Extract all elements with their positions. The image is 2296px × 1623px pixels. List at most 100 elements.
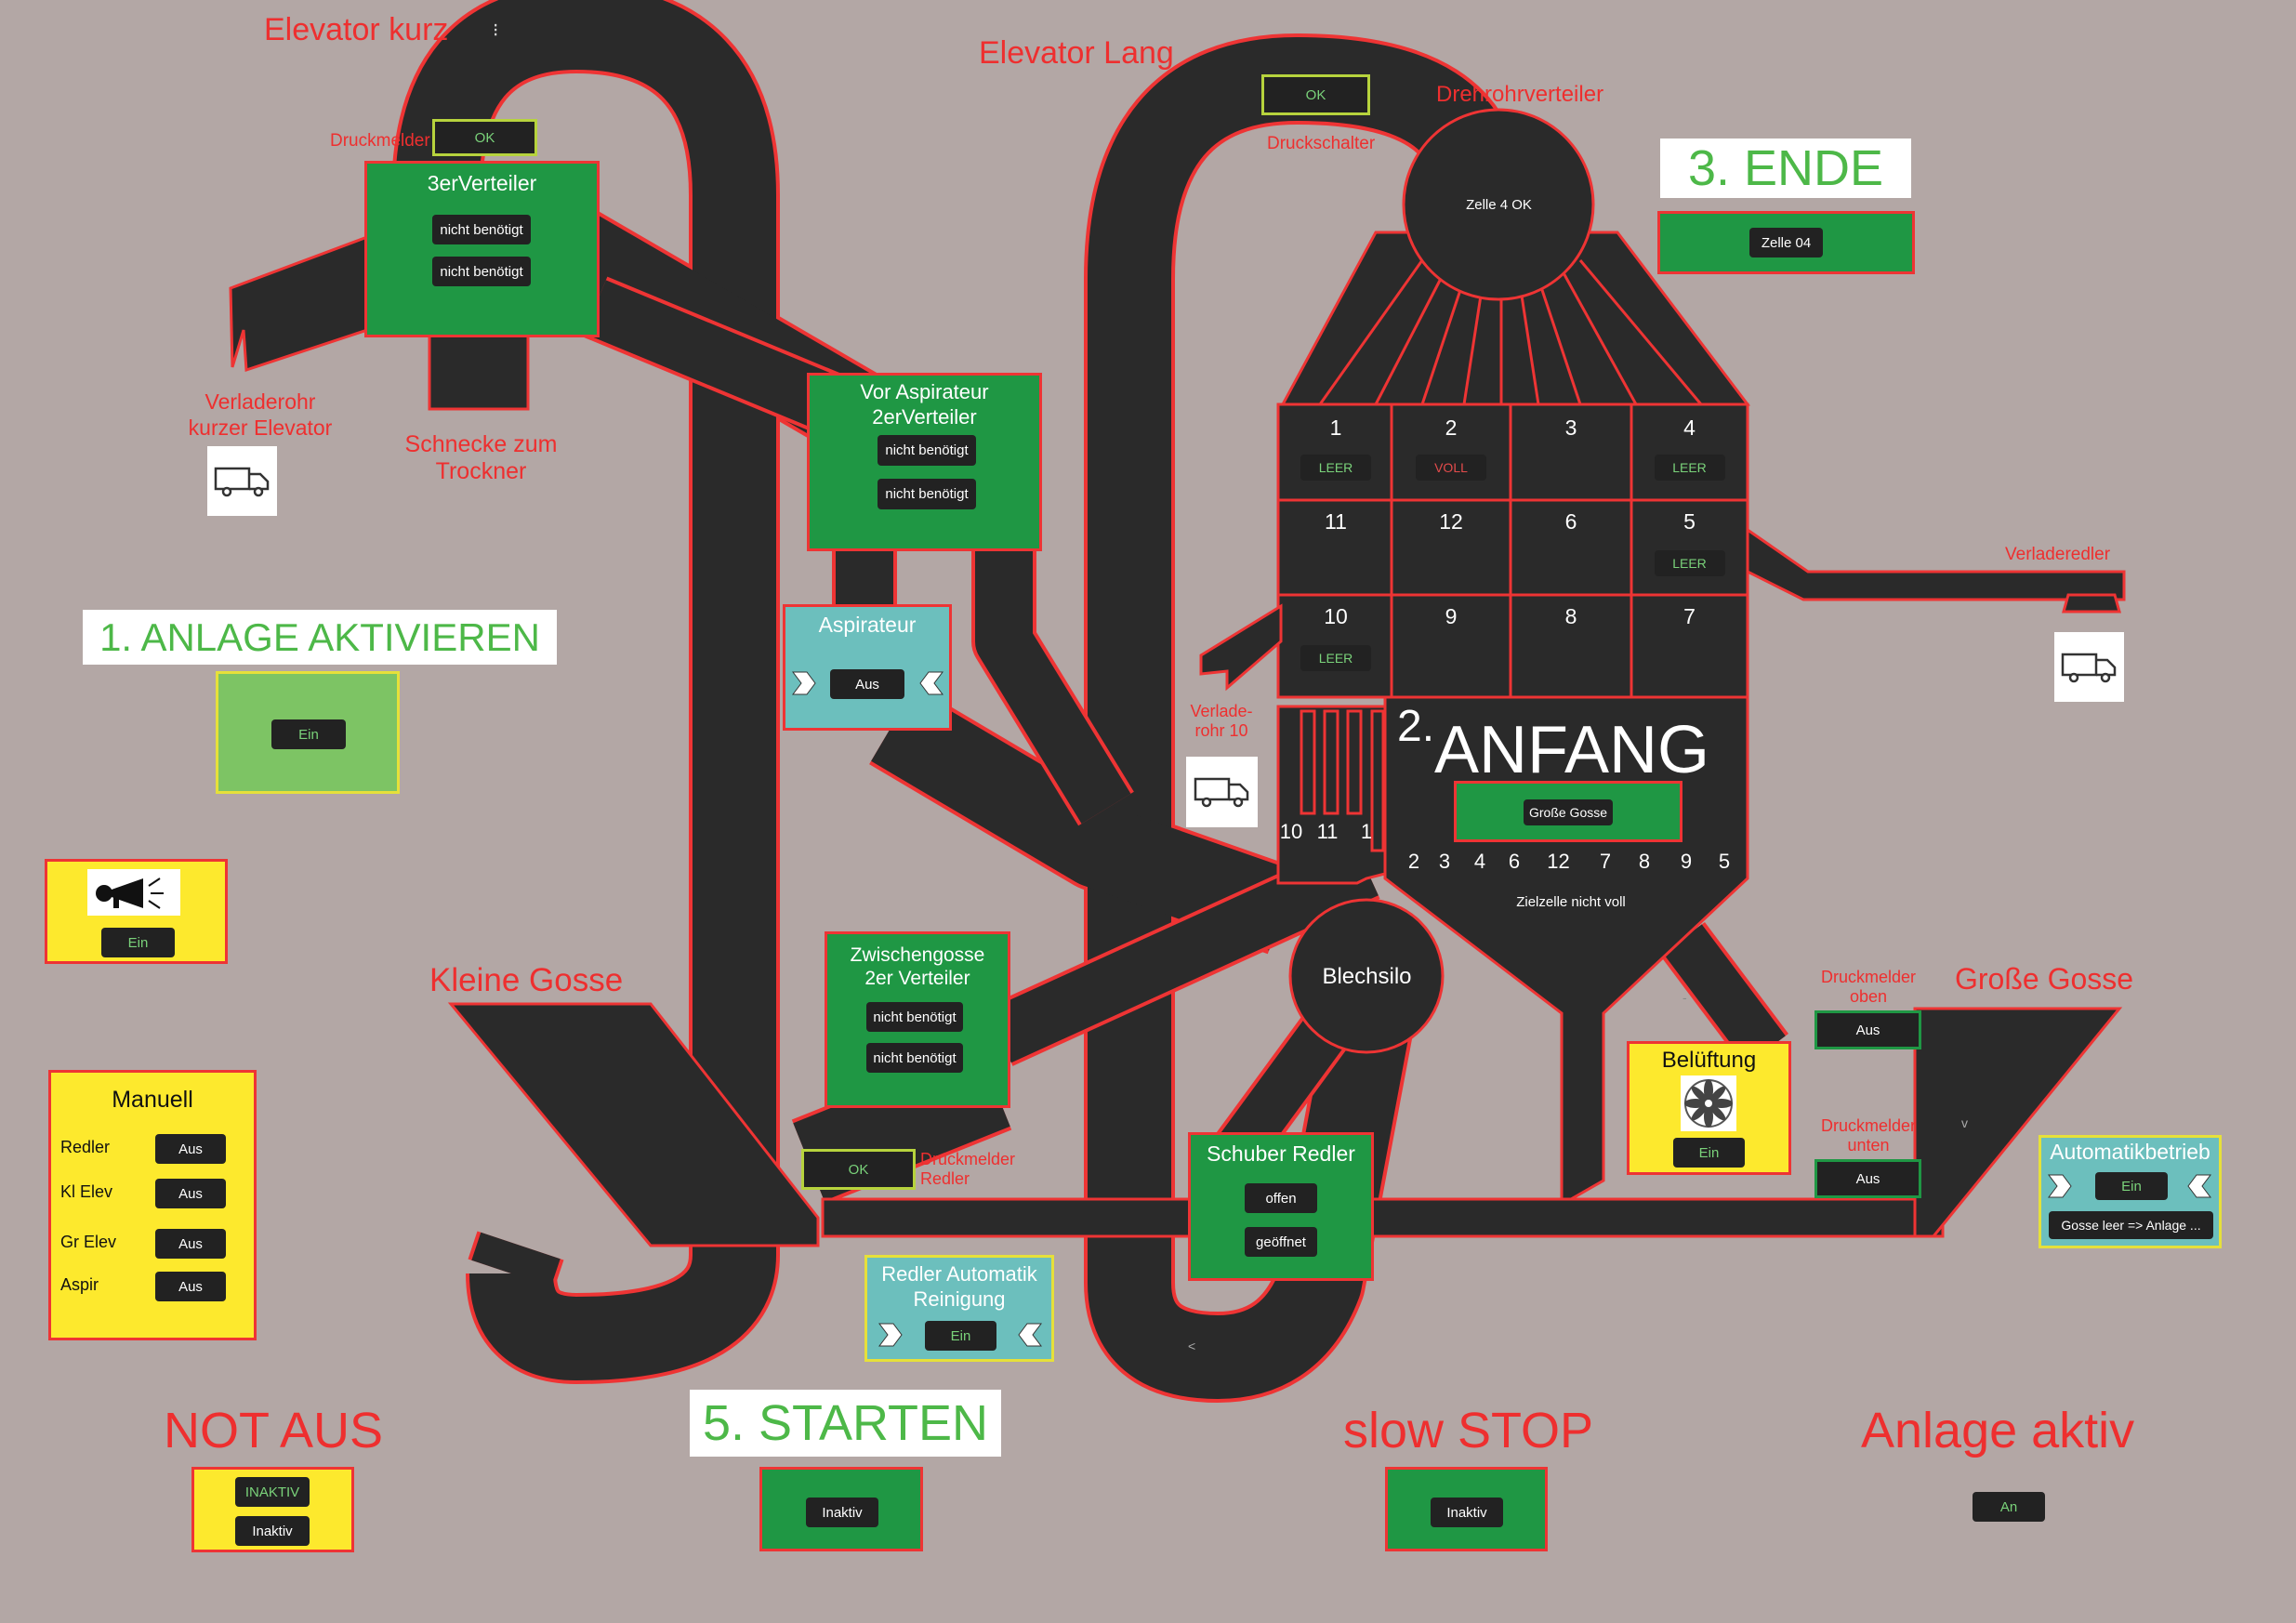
druckmelder-redler-status: OK <box>801 1149 916 1190</box>
belueftung-button[interactable]: Ein <box>1673 1138 1745 1168</box>
not-aus-button[interactable]: Inaktiv <box>235 1516 310 1546</box>
kleine-gosse-funnel <box>447 1002 820 1247</box>
funnel-outlet: 9 <box>1680 850 1693 873</box>
not-aus-status: INAKTIV <box>235 1477 310 1507</box>
dreier-verteiler-button-1[interactable]: nicht benötigt <box>432 215 531 244</box>
tiny-mark: ⁝ <box>493 20 499 41</box>
aspirateur-panel: Aspirateur Aus <box>783 604 952 731</box>
step1-banner: 1. ANLAGE AKTIVIEREN <box>83 610 557 665</box>
vor-aspirateur-button-1[interactable]: nicht benötigt <box>877 435 976 466</box>
zwischengosse-title: Zwischengosse 2er Verteiler <box>850 944 985 989</box>
slow-stop-panel: Inaktiv <box>1385 1467 1548 1551</box>
blechsilo-label: Blechsilo <box>1322 964 1412 989</box>
schnecke-arm <box>428 333 530 411</box>
pipe-label: 10 <box>1279 820 1303 843</box>
slow-stop-button[interactable]: Inaktiv <box>1431 1498 1503 1527</box>
step3-zelle-button[interactable]: Zelle 04 <box>1749 228 1823 257</box>
funnel-outlet: 7 <box>1599 850 1612 873</box>
manuell-row-label: Redler <box>60 1138 111 1156</box>
verladerohr-kurz-arm <box>229 234 369 373</box>
bottom-redler <box>821 1197 1945 1238</box>
fan-icon-box <box>1681 1075 1736 1131</box>
zwischengosse-button-1[interactable]: nicht benötigt <box>866 1002 963 1032</box>
dreier-verteiler-button-2[interactable]: nicht benötigt <box>432 257 531 286</box>
manuell-kl-elev-button[interactable]: Aus <box>155 1179 226 1208</box>
silo-cell-number: 1 <box>1329 416 1342 440</box>
manuell-aspir-button[interactable]: Aus <box>155 1272 226 1301</box>
vor-aspirateur-panel: Vor Aspirateur 2erVerteiler nicht benöti… <box>807 373 1042 551</box>
manuell-redler-button[interactable]: Aus <box>155 1134 226 1164</box>
chevron-right-icon[interactable] <box>790 669 818 697</box>
slow-stop-title: slow STOP <box>1343 1403 1594 1458</box>
zwischengosse-button-2[interactable]: nicht benötigt <box>866 1043 963 1073</box>
truck-verladeredler[interactable] <box>2054 632 2124 702</box>
chevron-right-icon[interactable] <box>877 1321 904 1349</box>
silo-cell-number: 3 <box>1564 416 1577 440</box>
silo-cell-status[interactable]: VOLL <box>1416 455 1486 481</box>
step1-panel: Ein <box>216 671 400 794</box>
anlage-aktiv-title: Anlage aktiv <box>1861 1403 2135 1458</box>
silo-cell-status[interactable]: LEER <box>1300 455 1371 481</box>
step2-grosse-gosse-button[interactable]: Große Gosse <box>1524 799 1613 825</box>
zielzelle-status: Zielzelle nicht voll <box>1516 894 1626 910</box>
manuell-row-label: Aspir <box>60 1275 99 1294</box>
chevron-left-icon[interactable] <box>1016 1321 1044 1349</box>
label-kleine-gosse: Kleine Gosse <box>429 962 624 998</box>
schuber-redler-title: Schuber Redler <box>1207 1141 1355 1166</box>
truck-verladerohr-10[interactable] <box>1186 757 1258 827</box>
chevron-right-icon[interactable] <box>2046 1172 2074 1200</box>
manuell-gr-elev-button[interactable]: Aus <box>155 1229 226 1259</box>
automatikbetrieb-panel: Automatikbetrieb Ein Gosse leer => Anlag… <box>2039 1135 2222 1248</box>
dreier-verteiler-panel: 3erVerteiler nicht benötigt nicht benöti… <box>364 161 600 337</box>
label-druckschalter: Druckschalter <box>1267 134 1376 153</box>
funnel-outlet: 8 <box>1638 850 1651 873</box>
silo-cell-number: 11 <box>1325 509 1347 534</box>
automatikbetrieb-status: Gosse leer => Anlage ... <box>2049 1211 2213 1239</box>
automatikbetrieb-button[interactable]: Ein <box>2095 1172 2168 1200</box>
drehrohr-status: Zelle 4 OK <box>1466 197 1532 213</box>
redler-automatik-button[interactable]: Ein <box>925 1321 996 1351</box>
silo-cell-status[interactable]: LEER <box>1654 550 1725 576</box>
chevron-left-icon[interactable] <box>917 669 945 697</box>
automatikbetrieb-title: Automatikbetrieb <box>2050 1140 2210 1164</box>
step2-button-frame: Große Gosse <box>1454 781 1682 842</box>
blechsilo-circle <box>1288 898 1445 1054</box>
step2-prefix: 2. <box>1397 702 1435 751</box>
silo-cell-number: 4 <box>1683 416 1696 440</box>
pipe-label: 1 <box>1360 820 1373 843</box>
drehrohrverteiler-circle <box>1402 108 1595 301</box>
horn-icon <box>96 877 164 909</box>
horn-button[interactable]: Ein <box>101 928 175 957</box>
vor-aspirateur-button-2[interactable]: nicht benötigt <box>877 479 976 509</box>
aspirateur-title: Aspirateur <box>818 613 917 637</box>
label-verladerohr-10: Verlade-rohr 10 <box>1190 702 1253 740</box>
truck-kurz[interactable] <box>207 446 277 516</box>
anlage-aktivieren-button[interactable]: Ein <box>271 719 346 749</box>
not-aus-panel: INAKTIV Inaktiv <box>191 1467 354 1552</box>
starten-button[interactable]: Inaktiv <box>806 1498 878 1527</box>
funnel-outlet: 3 <box>1438 850 1451 873</box>
not-aus-title: NOT AUS <box>164 1403 384 1458</box>
chevron-left-icon[interactable] <box>2185 1172 2213 1200</box>
label-schnecke: Schnecke zum Trockner <box>404 431 558 484</box>
label-verladerohr-kurz: Verladerohr kurzer Elevator <box>188 389 333 440</box>
label-druckmelder-redler: Druckmelder Redler <box>920 1150 1016 1188</box>
funnel-outlet: 5 <box>1718 850 1731 873</box>
schuber-geoeffnet-button[interactable]: geöffnet <box>1245 1227 1317 1257</box>
silo-cell-status[interactable]: LEER <box>1654 455 1725 481</box>
truck-icon <box>1194 777 1248 808</box>
druckschalter-lang-status: OK <box>1261 74 1370 115</box>
horn-icon-box <box>87 869 180 916</box>
silo-cell-number: 6 <box>1564 509 1577 534</box>
silo-cell-number: 10 <box>1324 604 1348 628</box>
label-druckmelder-oben: Druckmelder oben <box>1820 968 1917 1006</box>
tiny-mark: < <box>1188 1339 1196 1353</box>
label-druckmelder-unten: Druckmelder unten <box>1820 1116 1917 1155</box>
silo-cell-status[interactable]: LEER <box>1300 645 1371 671</box>
horn-panel: Ein <box>45 859 228 964</box>
label-drehrohrverteiler: Drehrohrverteiler <box>1436 82 1604 107</box>
step5-panel: Inaktiv <box>759 1467 923 1551</box>
aspirateur-button[interactable]: Aus <box>830 669 904 699</box>
schuber-offen-button[interactable]: offen <box>1245 1183 1317 1213</box>
